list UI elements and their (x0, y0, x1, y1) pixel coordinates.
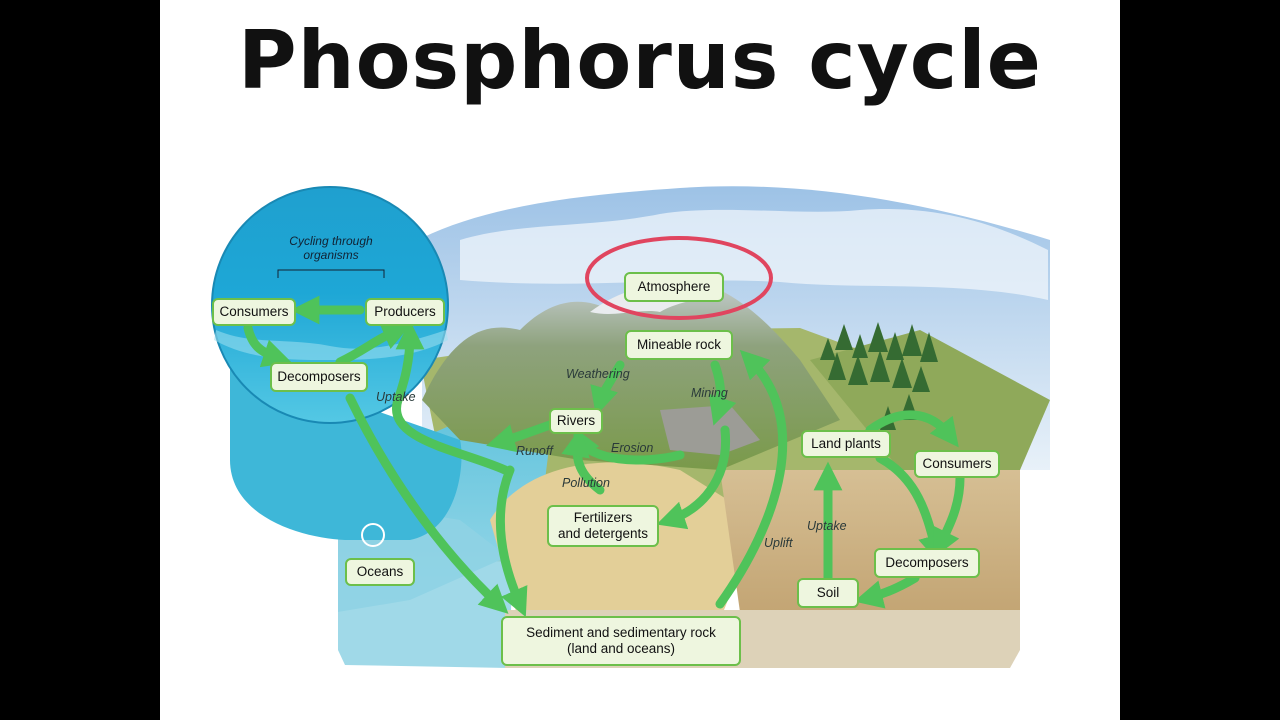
page-title: Phosphorus cycle (238, 14, 1042, 107)
fertilizers-line2: and detergents (557, 526, 649, 541)
arrow-decomposers-to-producers (335, 322, 412, 367)
forest-trees (820, 322, 938, 430)
circle-heading-line2: organisms (303, 248, 359, 262)
label-mining: Mining (691, 386, 728, 400)
arrow-decomposers-to-soil (854, 573, 920, 609)
box-consumers-land: Consumers (914, 450, 1000, 478)
arrow-rivers-to-sediment-ocean (495, 465, 528, 618)
box-oceans: Oceans (345, 558, 415, 586)
sediment-line2: (land and oceans) (566, 641, 676, 656)
box-sediment: Sediment and sedimentary rock (land and … (501, 616, 741, 666)
label-weathering: Weathering (566, 367, 630, 381)
label-uptake-ocean: Uptake (376, 390, 416, 404)
box-soil: Soil (797, 578, 859, 608)
box-consumers-organisms: Consumers (212, 298, 296, 326)
arrow-consumers-to-decomposers (243, 323, 292, 368)
forest-ground (810, 330, 1050, 470)
fertilizers-line1: Fertilizers (573, 510, 633, 525)
arrow-decomposers-to-sediment (345, 393, 509, 614)
sediment-line1: Sediment and sedimentary rock (526, 625, 716, 640)
label-runoff: Runoff (516, 444, 553, 458)
box-fertilizers-detergents: Fertilizers and detergents (547, 505, 659, 547)
arrow-uplift (715, 349, 788, 609)
box-decomposers-organisms: Decomposers (270, 362, 368, 392)
label-uptake-land: Uptake (807, 519, 847, 533)
atmosphere-highlight-circle (585, 236, 773, 320)
phosphorus-cycle-illustration (211, 186, 1050, 668)
arrow-consumers-to-decomposers-land (933, 473, 965, 558)
circle-heading-line1: Cycling through (289, 234, 373, 248)
arrow-pollution (561, 427, 605, 495)
bubble-ring-marker (361, 523, 385, 547)
box-producers: Producers (365, 298, 445, 326)
arrow-weathering (590, 360, 625, 416)
box-atmosphere: Atmosphere (624, 272, 724, 302)
box-rivers: Rivers (549, 408, 603, 434)
arrow-to-fertilizers (656, 425, 731, 530)
circle-heading: Cycling through organisms (264, 234, 398, 262)
box-mineable-rock: Mineable rock (625, 330, 733, 360)
arrow-plants-to-consumers (865, 410, 959, 448)
arrow-rivers-to-ocean (486, 420, 555, 453)
box-land-plants: Land plants (801, 430, 891, 458)
cycle-arrows (243, 295, 965, 618)
arrow-plants-to-decomposers (875, 453, 947, 564)
slide: Phosphorus cycle Cycling through organis… (160, 0, 1120, 720)
label-erosion: Erosion (611, 441, 654, 455)
arrow-uptake-to-producers (392, 320, 510, 475)
label-pollution: Pollution (562, 476, 610, 490)
arrow-mining (708, 360, 737, 426)
label-uplift: Uplift (764, 536, 793, 550)
box-decomposers-land: Decomposers (874, 548, 980, 578)
